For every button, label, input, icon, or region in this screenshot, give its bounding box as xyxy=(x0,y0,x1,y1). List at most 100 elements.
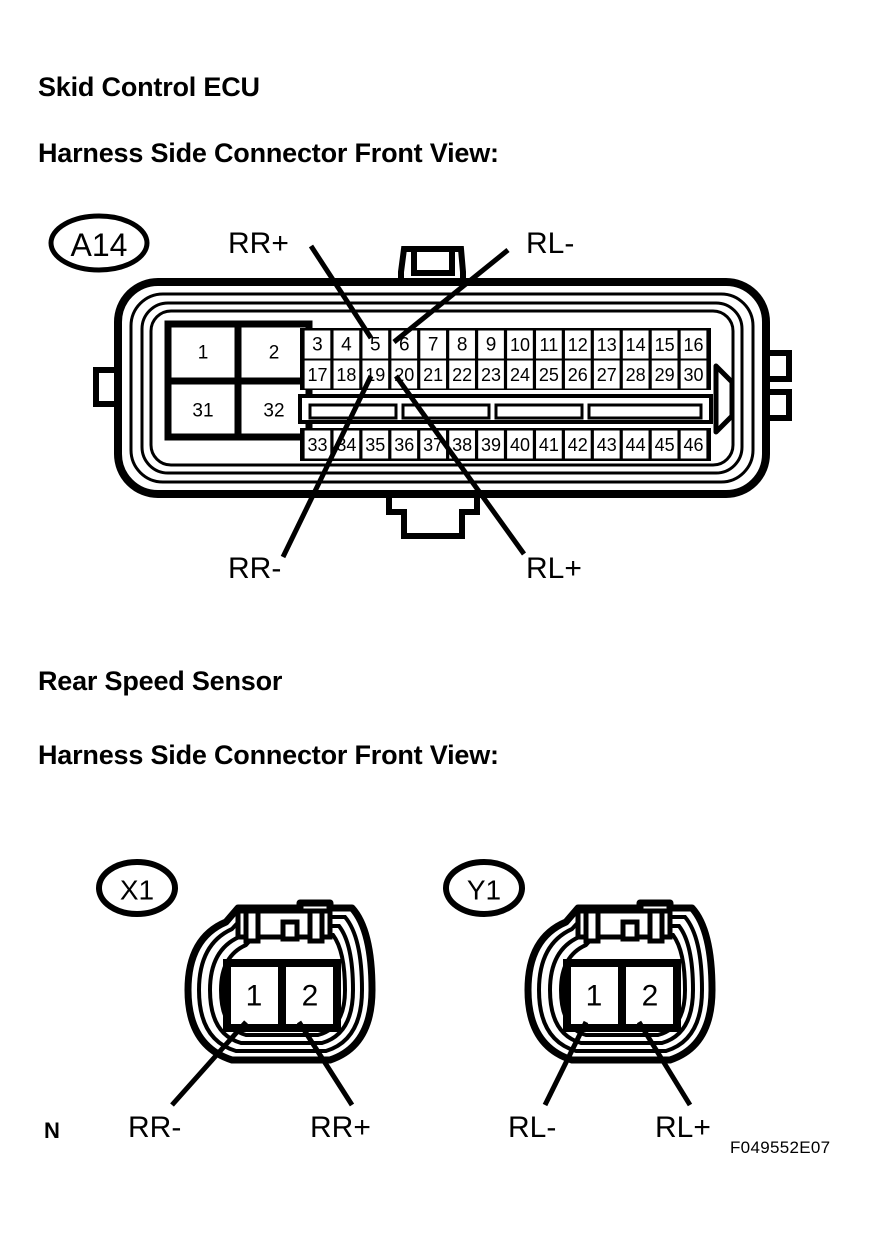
connector-badge-a14: A14 xyxy=(48,213,150,273)
middle-pin-23: 23 xyxy=(481,365,501,385)
upper-pin-11: 11 xyxy=(540,335,559,355)
leader-rr-minus xyxy=(280,374,374,559)
pin-cell xyxy=(564,430,591,459)
pin-cell xyxy=(507,330,533,359)
pin-cell xyxy=(304,330,331,359)
pin-cell xyxy=(651,360,678,389)
pin-cell xyxy=(536,430,562,459)
lower-pin-42: 42 xyxy=(568,435,588,455)
pin-cell xyxy=(420,430,447,459)
pin-cell-31: 31 xyxy=(192,401,213,422)
upper-pin-4: 4 xyxy=(341,335,352,356)
leader-rr-plus xyxy=(308,244,374,340)
upper-pin-16: 16 xyxy=(684,335,704,355)
pin-cell xyxy=(449,360,475,389)
upper-pin-9: 9 xyxy=(486,335,497,356)
pin-cell xyxy=(593,360,620,389)
pin-cell xyxy=(622,330,649,359)
pin-cell xyxy=(362,430,389,459)
middle-pin-26: 26 xyxy=(568,365,588,385)
pin-cell xyxy=(680,360,707,389)
upper-pin-12: 12 xyxy=(568,335,588,355)
pin-cell xyxy=(333,430,360,459)
pin-cell xyxy=(564,330,591,359)
pin-cell xyxy=(680,330,707,359)
middle-pin-29: 29 xyxy=(655,365,675,385)
sensor-connector-x1: X1 1 2 xyxy=(96,859,376,1107)
lower-pin-35: 35 xyxy=(365,435,385,455)
ecu-center-channel xyxy=(298,394,713,424)
lower-pin-37: 37 xyxy=(423,435,443,455)
section-subtitle-sensor-harness-view: Harness Side Connector Front View: xyxy=(38,740,499,770)
middle-pin-24: 24 xyxy=(510,365,530,385)
x1-pin-2: 2 xyxy=(302,980,319,1013)
pin-cell xyxy=(507,360,533,389)
pin-cell xyxy=(333,360,360,389)
leader-rl-minus xyxy=(392,248,510,344)
figure-reference-code: F049552E07 xyxy=(730,1138,831,1157)
pin-cell xyxy=(449,430,475,459)
pin-cell xyxy=(536,330,562,359)
lower-pin-40: 40 xyxy=(510,435,530,455)
pin-cell xyxy=(478,360,504,389)
pin-cell xyxy=(391,430,418,459)
connector-left-tab xyxy=(93,367,127,407)
pin-cell xyxy=(593,330,620,359)
pin-cell xyxy=(564,360,591,389)
callout-leader-lines xyxy=(280,244,527,559)
pin-cell xyxy=(507,430,533,459)
pin-cell xyxy=(593,430,620,459)
upper-pin-13: 13 xyxy=(597,335,617,355)
pin-cell xyxy=(622,360,649,389)
middle-pin-19: 19 xyxy=(365,365,385,385)
upper-pin-10: 10 xyxy=(510,335,530,355)
pin-cell xyxy=(622,430,649,459)
pin-cell xyxy=(449,330,475,359)
sensor-label-x1-pin2-rr-plus: RR+ xyxy=(310,1111,371,1144)
pin-cell xyxy=(536,360,562,389)
upper-pin-5: 5 xyxy=(370,335,381,356)
callout-label-rr-minus: RR- xyxy=(228,552,282,585)
lower-pin-45: 45 xyxy=(655,435,675,455)
connector-right-tabs xyxy=(760,350,792,421)
section-title-rear-speed-sensor: Rear Speed Sensor xyxy=(38,666,283,696)
upper-pin-7: 7 xyxy=(428,335,439,356)
middle-pin-25: 25 xyxy=(539,365,559,385)
upper-pin-14: 14 xyxy=(626,335,646,355)
pin-cell xyxy=(420,330,447,359)
pin-cell xyxy=(651,430,678,459)
pin-cell xyxy=(391,360,418,389)
pin-cell-32: 32 xyxy=(263,401,284,422)
sensor-label-y1-pin1-rl-minus: RL- xyxy=(508,1111,557,1144)
pin-cell xyxy=(420,360,447,389)
connector-bottom-tab xyxy=(386,489,480,539)
sensor-connector-y1: Y1 1 2 xyxy=(443,859,716,1107)
section-title-skid-control-ecu: Skid Control ECU xyxy=(38,72,260,102)
upper-pin-3: 3 xyxy=(312,335,323,356)
leader-rl-plus xyxy=(393,374,527,556)
lower-pin-41: 41 xyxy=(539,435,559,455)
middle-pin-20: 20 xyxy=(394,365,414,385)
pin-cell xyxy=(333,330,360,359)
pin-cell-1: 1 xyxy=(198,343,209,364)
pin-cell-2: 2 xyxy=(269,343,280,364)
y1-pin-1: 1 xyxy=(586,980,603,1013)
pin-cell xyxy=(651,330,678,359)
pin-cell xyxy=(362,330,389,359)
lower-pin-33: 33 xyxy=(307,435,327,455)
lower-pin-46: 46 xyxy=(684,435,704,455)
middle-pin-28: 28 xyxy=(626,365,646,385)
upper-pin-6: 6 xyxy=(399,335,410,356)
pin-cell xyxy=(478,330,504,359)
middle-pin-22: 22 xyxy=(452,365,472,385)
middle-pin-30: 30 xyxy=(684,365,704,385)
lower-pin-34: 34 xyxy=(336,435,356,455)
page-corner-marker: N xyxy=(44,1118,60,1143)
upper-pin-15: 15 xyxy=(655,335,675,355)
x1-pin-1: 1 xyxy=(246,980,263,1013)
lower-pin-36: 36 xyxy=(394,435,414,455)
svg-text:A14: A14 xyxy=(71,227,128,263)
